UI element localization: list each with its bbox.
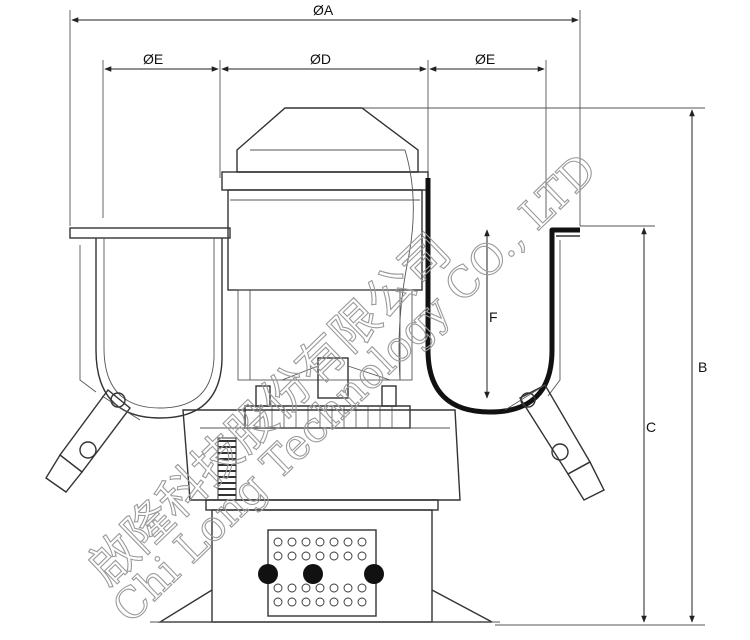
machine-body [150, 107, 500, 623]
dim-label-c: C [646, 419, 656, 435]
dim-label-a: ØA [313, 2, 334, 18]
dim-label-d: ØD [310, 51, 331, 67]
dim-label-e-right: ØE [475, 51, 495, 67]
right-clamp [504, 384, 605, 501]
dimension-lines [69, 10, 705, 626]
left-clamp [45, 388, 141, 493]
vent-holes [273, 537, 367, 607]
dim-label-f: F [489, 309, 498, 325]
watermark: 啟隆科技股份有限公司 Chi Long Technology CO., LTD [77, 144, 607, 633]
cable [398, 149, 414, 381]
watermark-english: Chi Long Technology CO., LTD [103, 144, 606, 632]
indicator-dots [258, 564, 384, 584]
left-bowl [69, 227, 231, 419]
right-bowl [425, 178, 580, 415]
dim-label-b: B [698, 359, 707, 375]
dim-label-e-left: ØE [143, 51, 163, 67]
